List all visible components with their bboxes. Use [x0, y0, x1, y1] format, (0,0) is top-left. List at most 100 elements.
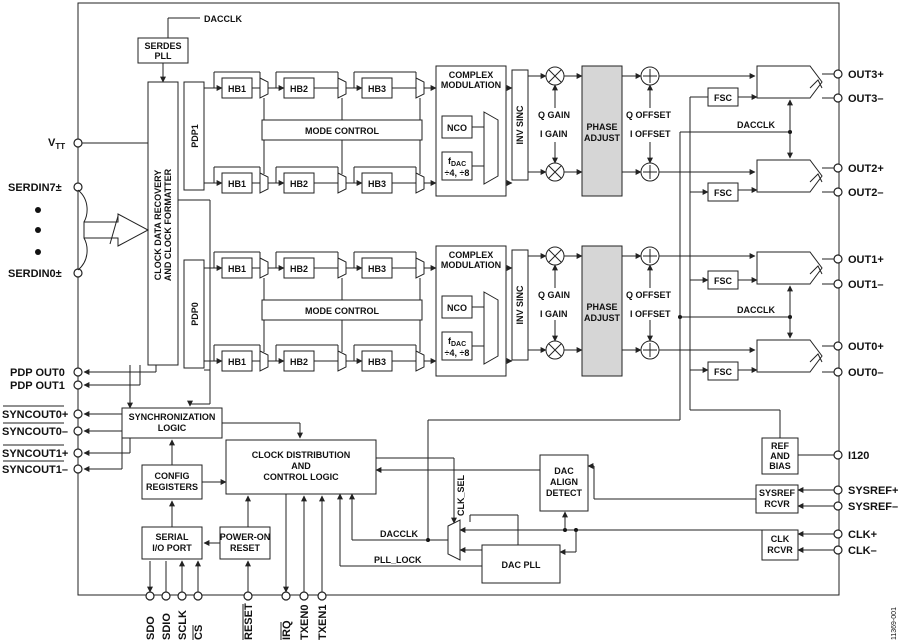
- svg-text:BIAS: BIAS: [769, 461, 791, 471]
- pin-serdin0: SERDIN0±: [8, 268, 62, 280]
- i-offset-upper: I OFFSET: [630, 129, 671, 139]
- svg-text:DAC: DAC: [554, 466, 574, 476]
- pin-cs: CS: [193, 625, 205, 640]
- serdin-bus-arrow: [83, 213, 150, 247]
- svg-text:CONFIG: CONFIG: [155, 471, 190, 481]
- pin-out3p: OUT3+: [848, 69, 884, 81]
- cdr-label-2: AND CLOCK FORMATTER: [163, 168, 173, 281]
- svg-text:POWER-ON: POWER-ON: [220, 532, 271, 542]
- svg-text:HB2: HB2: [290, 179, 308, 189]
- pdp1-label: PDP1: [190, 124, 200, 148]
- svg-text:SYNCHRONIZATION: SYNCHRONIZATION: [129, 412, 216, 422]
- dot-1: [35, 207, 41, 213]
- svg-text:÷4, ÷8: ÷4, ÷8: [445, 168, 470, 178]
- pin-sdo: SDO: [145, 616, 157, 640]
- svg-text:RESET: RESET: [230, 543, 261, 553]
- figure-id: 11369-001: [891, 607, 898, 640]
- svg-text:ADJUST: ADJUST: [584, 133, 621, 143]
- mux-upper: [483, 111, 499, 185]
- pin-serdin7: SERDIN7±: [8, 182, 62, 194]
- serdes-pll-label-1: SERDES: [144, 41, 181, 51]
- svg-text:FSC: FSC: [714, 367, 733, 377]
- pin-sdio: SDIO: [161, 613, 173, 640]
- pin-txen0: TXEN0: [299, 605, 311, 640]
- pin-clkp: CLK+: [848, 529, 877, 541]
- svg-text:HB3: HB3: [368, 179, 386, 189]
- pin-i120: I120: [848, 450, 869, 462]
- svg-text:CLK: CLK: [771, 534, 790, 544]
- pin-out0m: OUT0–: [848, 367, 883, 379]
- ref-bias-block: [761, 437, 799, 475]
- svg-text:DETECT: DETECT: [546, 488, 583, 498]
- svg-text:HB3: HB3: [368, 84, 386, 94]
- svg-text:HB2: HB2: [290, 264, 308, 274]
- svg-text:LOGIC: LOGIC: [158, 423, 187, 433]
- pin-syncout1p: SYNCOUT1+: [2, 448, 68, 460]
- svg-text:FSC: FSC: [714, 188, 733, 198]
- chip-outline: [77, 2, 840, 596]
- phase-adjust-upper: [581, 65, 623, 197]
- svg-text:CLOCK DISTRIBUTION: CLOCK DISTRIBUTION: [252, 450, 351, 460]
- svg-text:HB1: HB1: [228, 264, 246, 274]
- pin-out2p: OUT2+: [848, 163, 884, 175]
- svg-text:SYSREF: SYSREF: [759, 488, 796, 498]
- clk-sel-label: CLK_SEL: [456, 474, 466, 516]
- pin-out1p: OUT1+: [848, 254, 884, 266]
- svg-text:HB2: HB2: [290, 357, 308, 367]
- dac2: [756, 159, 823, 193]
- q-offset-lower: Q OFFSET: [626, 290, 672, 300]
- pin-pdp-out1: PDP OUT1: [10, 380, 65, 392]
- dac1: [756, 251, 823, 285]
- pll-lock-label: PLL_LOCK: [374, 555, 422, 565]
- pin-sysrefm: SYSREF–: [848, 501, 898, 513]
- svg-text:fDAC: fDAC: [448, 156, 466, 168]
- pin-vtt-pad: [73, 138, 83, 148]
- svg-text:CONTROL LOGIC: CONTROL LOGIC: [263, 472, 339, 482]
- dacclk-upper-label: DACCLK: [737, 120, 775, 130]
- svg-text:REF: REF: [771, 441, 790, 451]
- power-on-reset-block: [219, 526, 271, 560]
- svg-text:FSC: FSC: [714, 276, 733, 286]
- clk-rcvr: [761, 529, 799, 561]
- svg-text:DAC PLL: DAC PLL: [502, 560, 541, 570]
- dac-align-detect: [539, 454, 589, 512]
- svg-text:HB3: HB3: [368, 357, 386, 367]
- svg-text:ALIGN: ALIGN: [550, 477, 578, 487]
- serdes-pll-block: [137, 37, 189, 64]
- dot-2: [35, 227, 41, 233]
- pin-syncout0m: SYNCOUT0–: [2, 426, 68, 438]
- svg-text:INV SINC: INV SINC: [515, 285, 525, 325]
- pdp0-block: [183, 259, 205, 369]
- svg-text:HB3: HB3: [368, 264, 386, 274]
- svg-text:AND: AND: [291, 461, 311, 471]
- cdr-label-1: CLOCK DATA RECOVERY: [153, 170, 163, 281]
- pin-out3m: OUT3–: [848, 93, 883, 105]
- pdp1-block: [183, 81, 205, 191]
- pin-syncout0p: SYNCOUT0+: [2, 409, 68, 421]
- svg-text:MODULATION: MODULATION: [441, 80, 501, 90]
- pin-clkm: CLK–: [848, 545, 877, 557]
- svg-text:MODULATION: MODULATION: [441, 260, 501, 270]
- pin-reset: RESET: [243, 603, 255, 640]
- svg-text:HB1: HB1: [228, 357, 246, 367]
- svg-text:RCVR: RCVR: [764, 499, 790, 509]
- pin-out0p: OUT0+: [848, 341, 884, 353]
- inv-sinc-upper: [511, 69, 529, 181]
- i-gain-lower: I GAIN: [540, 309, 568, 319]
- clock-distribution-block: [225, 439, 377, 495]
- pdp0-label: PDP0: [190, 302, 200, 326]
- dacclk-lower-label: DACCLK: [737, 305, 775, 315]
- i-offset-lower: I OFFSET: [630, 309, 671, 319]
- svg-text:PHASE: PHASE: [586, 122, 617, 132]
- svg-text:fDAC: fDAC: [448, 336, 466, 348]
- svg-text:AND: AND: [770, 451, 790, 461]
- svg-text:COMPLEX: COMPLEX: [449, 250, 494, 260]
- svg-text:I/O PORT: I/O PORT: [152, 543, 192, 553]
- dac3: [756, 65, 823, 99]
- pin-serdin0-pad: [73, 268, 83, 278]
- svg-text:MODE CONTROL: MODE CONTROL: [305, 126, 379, 136]
- pin-syncout1m: SYNCOUT1–: [2, 464, 68, 476]
- q-gain-upper: Q GAIN: [538, 110, 570, 120]
- q-gain-lower: Q GAIN: [538, 290, 570, 300]
- pin-txen1: TXEN1: [317, 605, 329, 640]
